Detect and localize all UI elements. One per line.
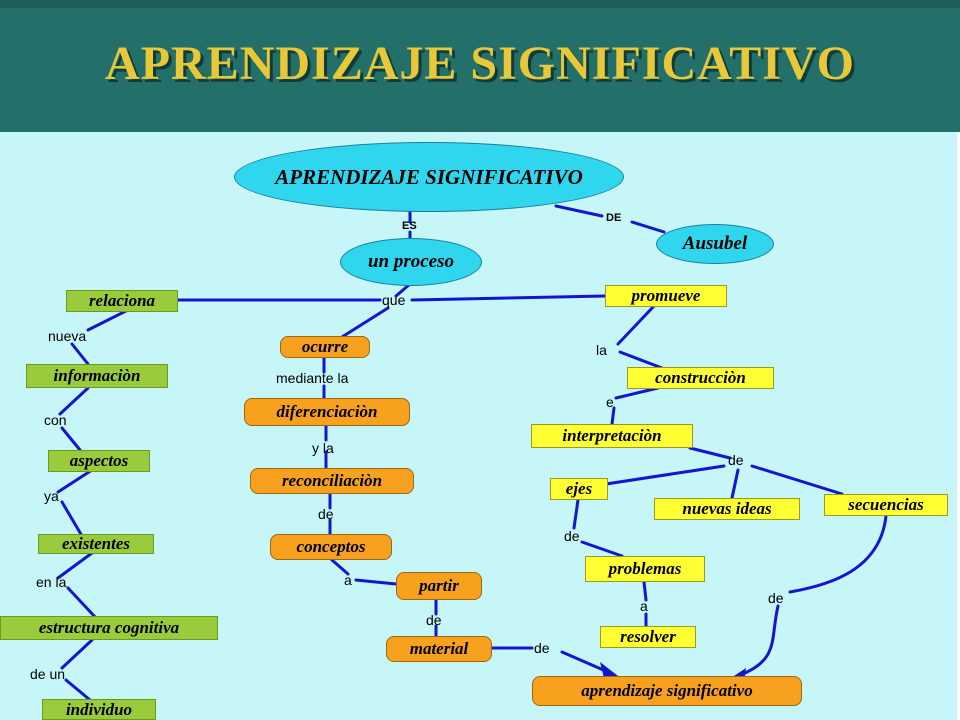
concept-individuo: individuo bbox=[42, 699, 156, 720]
link-label-y-la: y la bbox=[312, 440, 334, 456]
link-estructura-deun bbox=[60, 638, 94, 670]
link-ya-existentes bbox=[60, 500, 84, 538]
concept-existentes: existentes bbox=[38, 534, 154, 554]
concept-promueve: promueve bbox=[605, 285, 727, 307]
concept-estructura-cognitiva: estructura cognitiva bbox=[0, 616, 218, 640]
link-label-con: con bbox=[44, 412, 67, 428]
link-que-promueve bbox=[410, 294, 607, 302]
link-label-de-interpretacion: de bbox=[728, 452, 744, 468]
page-title: APRENDIZAJE SIGNIFICATIVO bbox=[105, 37, 855, 90]
link-label-la: la bbox=[596, 342, 607, 358]
link-de-ejes bbox=[604, 464, 726, 486]
link-secuencias-de bbox=[788, 514, 888, 594]
concept-secuencias: secuencias bbox=[824, 494, 948, 516]
concept-conceptos: conceptos bbox=[270, 534, 392, 560]
link-interp-de bbox=[688, 446, 732, 460]
link-problemas-a bbox=[642, 580, 648, 602]
concept-resolver: resolver bbox=[600, 626, 696, 648]
link-label-de-partir: de bbox=[426, 612, 442, 628]
link-label-es: ES bbox=[402, 220, 417, 232]
link-label-a-conceptos: a bbox=[344, 572, 352, 588]
link-label-que: que bbox=[382, 292, 406, 308]
concept-material: material bbox=[386, 636, 492, 662]
link-informacion-con bbox=[58, 386, 90, 416]
header-stripe bbox=[0, 0, 960, 8]
concept-ausubel: Ausubel bbox=[656, 224, 774, 264]
link-de-problemas bbox=[580, 540, 624, 558]
link-label-ya: ya bbox=[44, 488, 59, 504]
link-relaciona-nueva bbox=[86, 308, 130, 332]
link-label-de-reconciliacion: de bbox=[318, 506, 334, 522]
link-aspectos-ya bbox=[56, 468, 94, 494]
link-label-de-ausubel: DE bbox=[606, 212, 622, 224]
link-label-nueva: nueva bbox=[48, 328, 87, 344]
link-label-mediante-la: mediante la bbox=[276, 370, 349, 386]
concept-aspectos: aspectos bbox=[48, 450, 150, 472]
concept-relaciona: relaciona bbox=[66, 290, 178, 312]
link-de-nuevas bbox=[730, 468, 740, 500]
link-proceso-que bbox=[394, 282, 412, 298]
concept-un-proceso: un proceso bbox=[340, 238, 482, 286]
concept-aprendizaje-main: APRENDIZAJE SIGNIFICATIVO bbox=[234, 142, 624, 212]
concept-reconciliacion: reconciliaciòn bbox=[250, 468, 414, 494]
link-construccion-e bbox=[614, 386, 660, 400]
concept-construccion: construcciòn bbox=[627, 367, 774, 389]
concept-interpretacion: interpretaciòn bbox=[531, 424, 693, 448]
link-de-secuencias bbox=[750, 464, 844, 496]
arrowhead-final-left bbox=[600, 662, 618, 678]
link-que-ocurre bbox=[340, 306, 390, 339]
link-label-e: e bbox=[606, 394, 614, 410]
link-con-aspectos bbox=[60, 426, 82, 452]
concept-nuevas-ideas: nuevas ideas bbox=[654, 498, 800, 520]
link-label-en-la: en la bbox=[36, 574, 67, 590]
link-de-final-right bbox=[736, 604, 780, 678]
concept-informacion: informaciòn bbox=[26, 364, 168, 388]
link-deun-individuo bbox=[64, 678, 92, 702]
link-a-partir bbox=[354, 578, 398, 586]
concept-diferenciacion: diferenciaciòn bbox=[244, 398, 410, 426]
link-label-de-un: de un bbox=[30, 666, 66, 682]
link-label-de-ejes: de bbox=[564, 528, 580, 544]
link-label-de-material: de bbox=[534, 640, 550, 656]
header-bar: APRENDIZAJE SIGNIFICATIVO bbox=[0, 0, 960, 132]
link-ejes-de bbox=[572, 498, 580, 530]
link-la-construccion bbox=[618, 350, 664, 370]
concept-ejes: ejes bbox=[550, 478, 608, 500]
concept-aprendizaje-final: aprendizaje significativo bbox=[532, 676, 802, 706]
link-conceptos-a bbox=[330, 558, 350, 576]
link-label-de-secuencias: de bbox=[768, 590, 784, 606]
link-nueva-informacion bbox=[70, 342, 90, 366]
link-main-de bbox=[554, 204, 604, 218]
concept-ocurre: ocurre bbox=[280, 336, 370, 358]
link-e-interpretacion bbox=[610, 406, 616, 426]
link-de-final bbox=[560, 650, 610, 674]
link-de-ausubel bbox=[630, 220, 666, 234]
concept-partir: partir bbox=[396, 572, 482, 600]
link-promueve-la bbox=[616, 304, 656, 346]
link-existentes-enla bbox=[56, 551, 94, 580]
canvas-right-border bbox=[957, 132, 960, 720]
link-label-a-problemas: a bbox=[640, 598, 648, 614]
concept-problemas: problemas bbox=[585, 556, 705, 582]
link-enla-estructura bbox=[66, 586, 98, 620]
